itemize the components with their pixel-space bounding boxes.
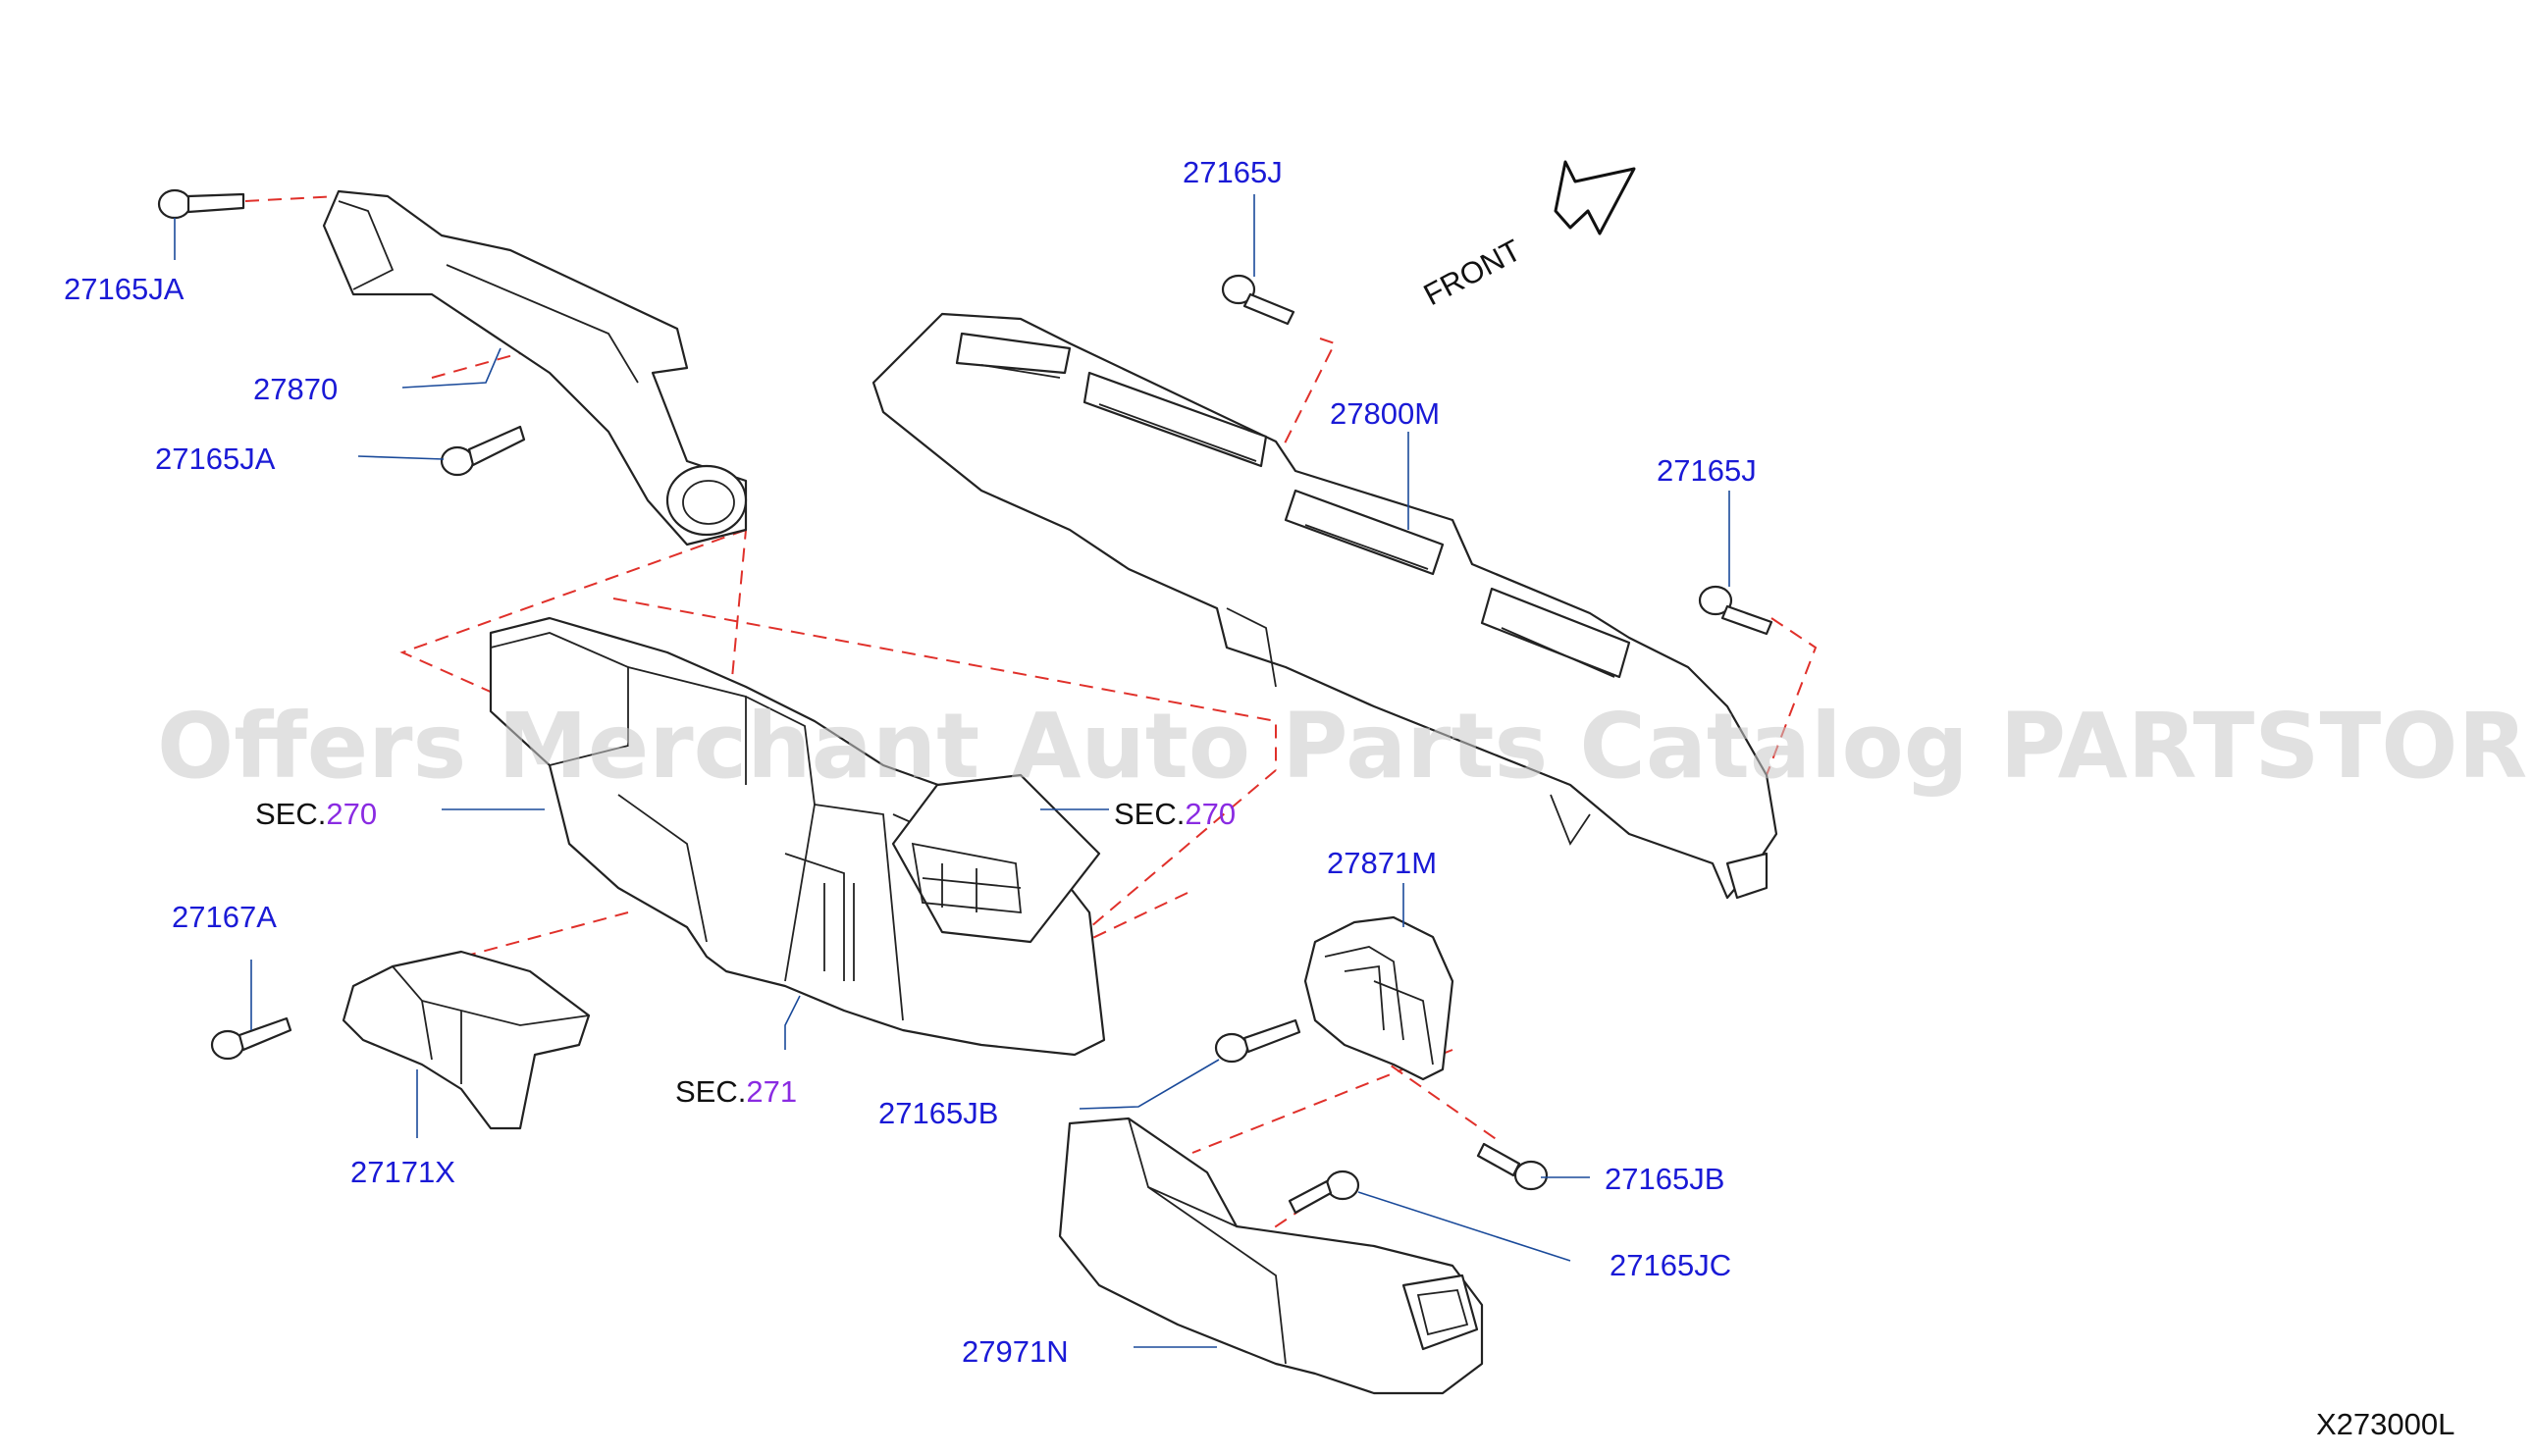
label-27165JA-mid[interactable]: 27165JA	[155, 442, 276, 476]
part-labels: 27165J 27165JA 27870 27165JA 27800M 2716…	[64, 155, 1757, 1369]
duct-27871M-drawing	[1303, 915, 1454, 1081]
section-prefix: SEC.	[675, 1074, 746, 1109]
screw-27165JA-mid	[440, 425, 526, 477]
section-ref-271[interactable]: SEC.271	[675, 1074, 797, 1109]
screw-27165JB-right	[1476, 1142, 1549, 1191]
screws	[157, 188, 1773, 1215]
section-prefix: SEC.	[255, 797, 326, 831]
screw-27165J-top	[1221, 274, 1295, 326]
section-ref-270-right[interactable]: SEC.270	[1114, 797, 1236, 831]
section-ref-270-left[interactable]: SEC.270	[255, 797, 377, 831]
screw-27165JA-top	[157, 188, 245, 220]
section-prefix: SEC.	[1114, 797, 1185, 831]
label-27165JA-top[interactable]: 27165JA	[64, 272, 185, 306]
diagram-code: X273000L	[2316, 1407, 2455, 1441]
duct-27171X-drawing	[342, 950, 591, 1130]
label-27870[interactable]: 27870	[253, 372, 338, 406]
duct-27800M-drawing	[871, 312, 1778, 900]
heater-unit-drawing	[489, 616, 1106, 1057]
label-27165JB-right[interactable]: 27165JB	[1605, 1162, 1724, 1196]
screw-27165JC	[1288, 1170, 1360, 1215]
front-arrow	[1554, 160, 1636, 235]
label-27165JC[interactable]: 27165JC	[1610, 1248, 1731, 1282]
label-27167A[interactable]: 27167A	[172, 900, 277, 934]
leader-lines	[174, 194, 1730, 1348]
screw-27167A	[210, 1016, 292, 1061]
label-27171X[interactable]: 27171X	[350, 1155, 455, 1189]
label-27871M[interactable]: 27871M	[1327, 846, 1437, 880]
label-27165J-top[interactable]: 27165J	[1183, 155, 1283, 189]
section-number: 271	[746, 1074, 797, 1109]
front-label: FRONT	[1418, 233, 1527, 312]
duct-27870-drawing	[322, 189, 748, 546]
section-number: 270	[1185, 797, 1236, 831]
screw-27165JB-left	[1214, 1018, 1301, 1064]
section-refs: SEC.270 SEC.270 SEC.271	[255, 797, 1236, 1109]
section-number: 270	[326, 797, 377, 831]
label-27800M[interactable]: 27800M	[1330, 396, 1440, 431]
label-27165J-right[interactable]: 27165J	[1657, 453, 1757, 488]
front-arrow-icon	[1554, 160, 1636, 235]
label-27165JB-left[interactable]: 27165JB	[878, 1096, 998, 1130]
label-27971N[interactable]: 27971N	[962, 1334, 1069, 1369]
watermark-text: Offers Merchant Auto Parts Catalog PARTS…	[157, 694, 2534, 799]
duct-27971N-drawing	[1058, 1117, 1484, 1395]
screw-27165J-right	[1698, 585, 1773, 636]
